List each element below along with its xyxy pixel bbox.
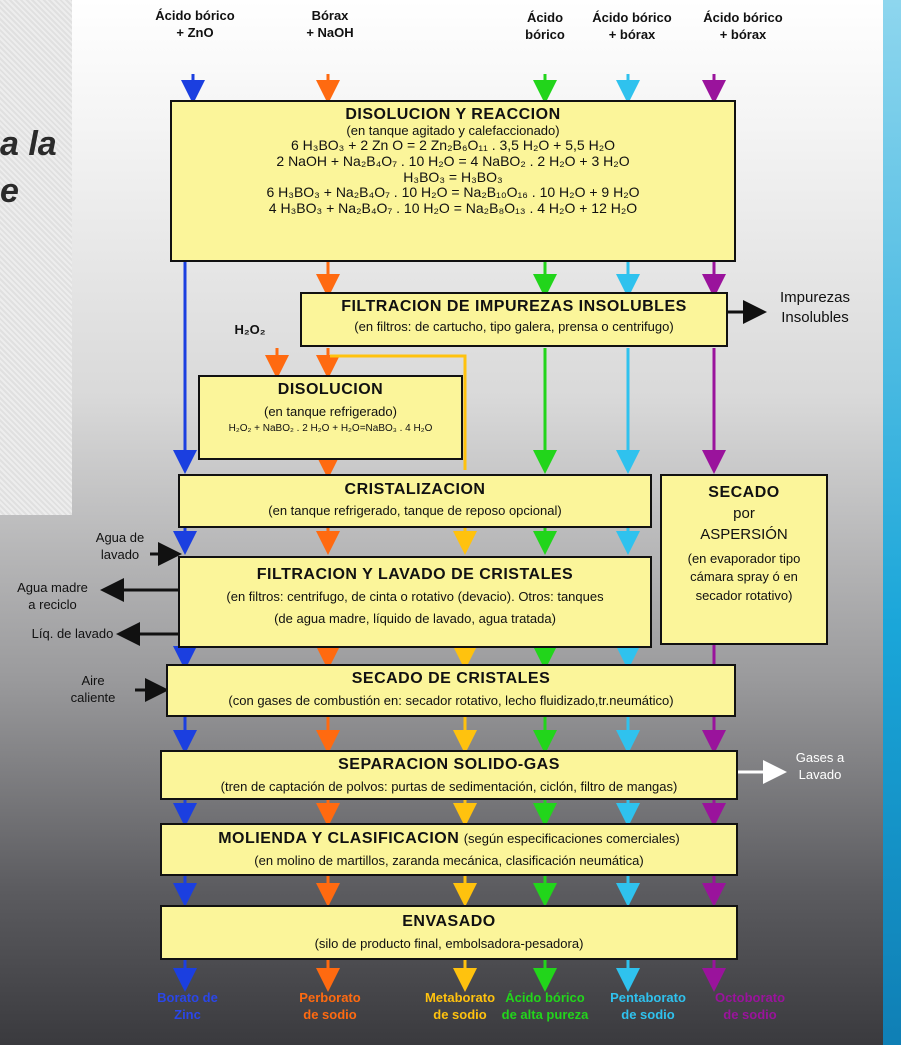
side-fragment-2: e: [0, 172, 19, 210]
box-line-1: (en filtros: centrifugo, de cinta o rota…: [226, 588, 604, 604]
equation-1: 6 H₃BO₃ + 2 Zn O = 2 Zn₂B₆O₁₁ . 3,5 H₂O …: [290, 137, 616, 154]
arrow-yellow-branch: [330, 354, 467, 470]
box-title: SEPARACION SOLIDO-GAS: [338, 756, 560, 773]
box-subtitle: (silo de producto final, embolsadora-pes…: [314, 935, 584, 951]
box-title-2: por: [733, 504, 755, 522]
box-title: SECADO DE CRISTALES: [351, 670, 551, 687]
box-title-note: (según especificaciones comerciales): [463, 831, 680, 846]
output-metaborato: Metaborato de sodio: [424, 990, 496, 1022]
box-line-1: (en evaporador tipo: [687, 550, 801, 566]
output-acido-borico: Ácido bórico de alta pureza: [501, 990, 589, 1022]
label-agua-madre: Agua madre a reciclo: [17, 580, 88, 612]
box-title: CRISTALIZACION: [344, 481, 486, 498]
left-slide-panel: a la e: [0, 0, 72, 515]
box-molienda: MOLIENDA Y CLASIFICACION (según especifi…: [160, 823, 738, 876]
box-cristalizacion: CRISTALIZACION (en tanque refrigerado, t…: [178, 474, 652, 528]
equation-4: 6 H₃BO₃ + Na₂B₄O₇ . 10 H₂O = Na₂B₁₀O₁₆ .…: [266, 184, 640, 201]
equation-3: H₃BO₃ = H₃BO₃: [403, 168, 503, 185]
right-edge-strip: [883, 0, 901, 1045]
box-title: FILTRACION Y LAVADO DE CRISTALES: [256, 566, 574, 583]
output-borato-zinc: Borato de Zinc: [157, 990, 218, 1022]
box-subtitle: (en filtros: de cartucho, tipo galera, p…: [354, 318, 674, 334]
input-label-5: Ácido bórico + bórax: [703, 10, 783, 42]
box-subtitle: (en tanque refrigerado): [264, 403, 397, 419]
box-disolucion-reaccion: DISOLUCION Y REACCION (en tanque agitado…: [170, 100, 736, 262]
output-perborato: Perborato de sodio: [299, 990, 361, 1022]
input-label-1: Ácido bórico + ZnO: [155, 8, 235, 40]
box-separacion: SEPARACION SOLIDO-GAS (tren de captación…: [160, 750, 738, 800]
input-label-2: Bórax + NaOH: [306, 8, 354, 40]
box-disolucion: DISOLUCION (en tanque refrigerado) H₂O₂ …: [198, 375, 463, 460]
output-pentaborato: Pentaborato de sodio: [610, 990, 686, 1022]
box-filtracion-impurezas: FILTRACION DE IMPUREZAS INSOLUBLES (en f…: [300, 292, 728, 347]
box-subtitle: (en tanque agitado y calefaccionado): [346, 122, 560, 138]
box-title: DISOLUCION: [277, 381, 384, 398]
box-secado-aspersion: SECADO por ASPERSIÓN (en evaporador tipo…: [660, 474, 828, 645]
box-subtitle: (en tanque refrigerado, tanque de reposo…: [268, 502, 562, 518]
label-h2o2: H₂O₂: [234, 322, 266, 337]
box-title: ENVASADO: [402, 913, 496, 930]
box-title: DISOLUCION Y REACCION: [345, 106, 561, 123]
box-line-2: (de agua madre, líquido de lavado, agua …: [274, 611, 556, 627]
input-label-4: Ácido bórico + bórax: [592, 10, 672, 42]
box-title: MOLIENDA Y CLASIFICACION: [218, 830, 460, 847]
box-equation: H₂O₂ + NaBO₂ . 2 H₂O + H₂O=NaBO₃ . 4 H₂O: [228, 423, 433, 435]
label-liq-lavado: Líq. de lavado: [31, 626, 114, 641]
box-envasado: ENVASADO (silo de producto final, embols…: [160, 905, 738, 960]
output-octoborato: Octoborato de sodio: [714, 990, 786, 1022]
box-title-1: SECADO: [708, 484, 780, 501]
box-subtitle: (tren de captación de polvos: purtas de …: [220, 778, 678, 794]
equation-2: 2 NaOH + Na₂B₄O₇ . 10 H₂O = 4 NaBO₂ . 2 …: [276, 153, 630, 170]
box-line-2: cámara spray ó en: [690, 569, 798, 585]
label-agua-lavado: Agua de lavado: [95, 530, 145, 562]
box-title-3: ASPERSIÓN: [700, 525, 788, 543]
label-aire-caliente: Aire caliente: [70, 673, 116, 705]
label-impurezas: Impurezas Insolubles: [779, 289, 851, 326]
equation-5: 4 H₃BO₃ + Na₂B₄O₇ . 10 H₂O = Na₂B₈O₁₃ . …: [268, 200, 638, 217]
side-fragment-1: a la: [0, 125, 57, 163]
box-subtitle: (en molino de martillos, zaranda mecánic…: [254, 852, 644, 868]
label-gases: Gases a Lavado: [795, 750, 845, 782]
box-title: FILTRACION DE IMPUREZAS INSOLUBLES: [341, 298, 687, 315]
box-subtitle: (con gases de combustión en: secador rot…: [228, 692, 674, 708]
box-filtracion-lavado: FILTRACION Y LAVADO DE CRISTALES (en fil…: [178, 556, 652, 648]
box-secado-cristales: SECADO DE CRISTALES (con gases de combus…: [166, 664, 736, 717]
input-label-3: Ácido bórico: [525, 10, 565, 42]
box-line-3: secador rotativo): [695, 587, 793, 603]
